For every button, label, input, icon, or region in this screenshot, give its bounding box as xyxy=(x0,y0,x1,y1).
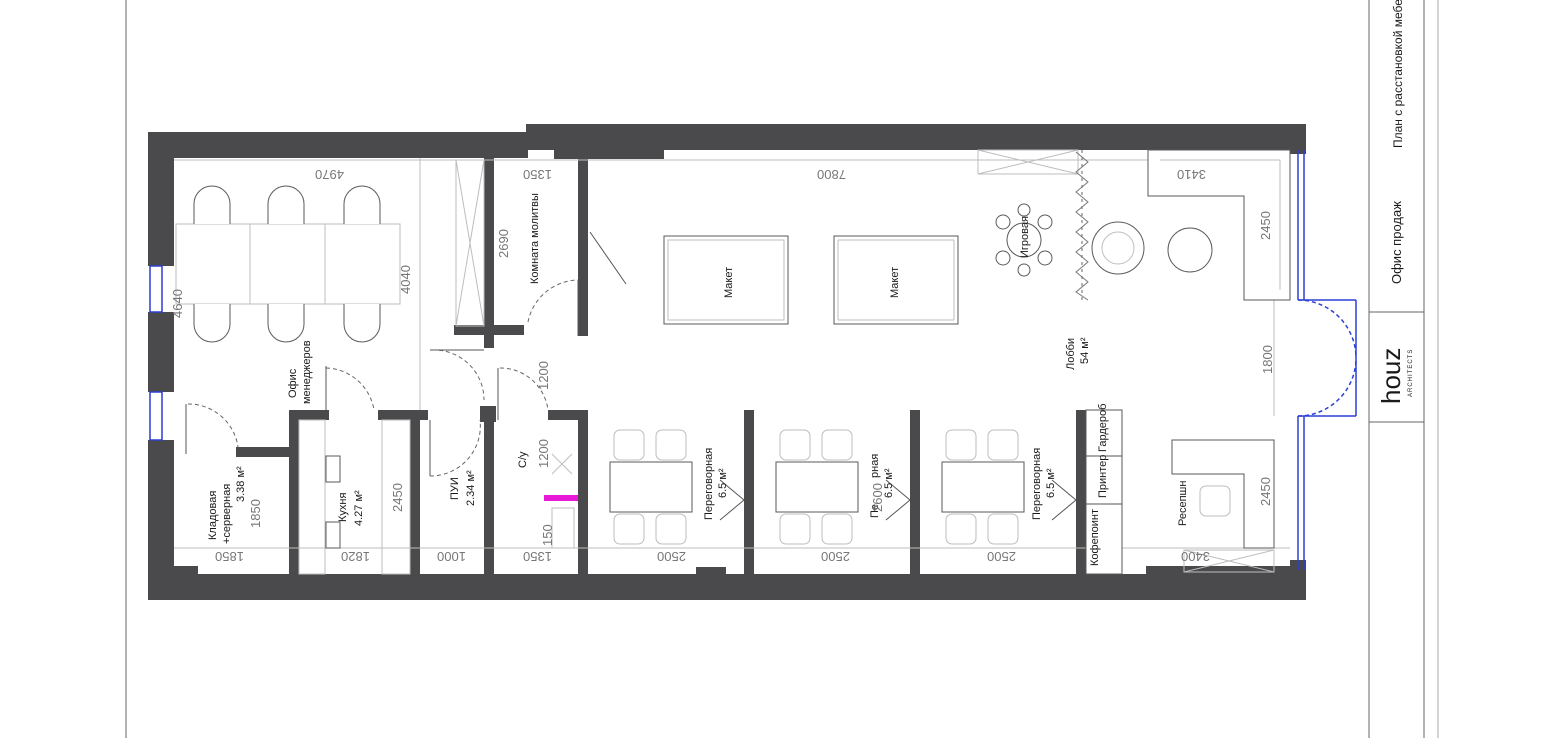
title-block: План с расстановкой мебели Офис продаж h… xyxy=(1376,0,1414,404)
sheet-title: План с расстановкой мебели xyxy=(1391,0,1405,148)
dim-2450-kitchen: 2450 xyxy=(390,483,405,512)
dim-3410: 3410 xyxy=(1177,167,1206,182)
dim-1800: 1800 xyxy=(1260,345,1275,374)
dim-150: 150 xyxy=(540,524,555,546)
walls xyxy=(148,124,1306,600)
label-storage-1: Кладовая xyxy=(207,491,219,540)
label-kitchen: Кухня xyxy=(337,493,349,522)
label-meeting-2-tail: рная xyxy=(869,454,881,478)
label-prayer-room: Комната молитвы xyxy=(529,193,541,284)
label-meeting-1-area: 6.5 м² xyxy=(717,468,729,498)
label-lobby-area: 54 м² xyxy=(1079,337,1091,364)
service-cabinets xyxy=(1085,409,1123,575)
game-zone xyxy=(977,149,1213,301)
dim-4640: 4640 xyxy=(170,289,185,318)
label-coffee-point: Кофепоинт xyxy=(1089,509,1101,566)
dim-1350-top: 1350 xyxy=(523,167,552,182)
meeting-tables xyxy=(609,429,1025,545)
dim-1820: 1820 xyxy=(341,549,370,564)
dim-4970: 4970 xyxy=(315,167,344,182)
label-managers-1: Офис xyxy=(287,368,299,398)
dim-1200-a: 1200 xyxy=(536,361,551,390)
label-meeting-2: Пе xyxy=(869,504,881,518)
lobby-models xyxy=(663,235,959,325)
label-storage-area: 3.38 м² xyxy=(235,466,247,502)
label-managers-2: менеджеров xyxy=(301,340,313,404)
dim-1350-bottom: 1350 xyxy=(523,549,552,564)
marker xyxy=(544,495,578,501)
dim-1200-b: 1200 xyxy=(536,439,551,468)
project-title: Офис продаж xyxy=(1389,201,1404,284)
dim-2500-b: 2500 xyxy=(821,549,850,564)
kitchen-furniture xyxy=(298,419,411,575)
label-meeting-1: Переговорная xyxy=(703,448,715,520)
doors xyxy=(185,231,1077,521)
label-game-room: Игровая xyxy=(1019,216,1031,258)
label-storage-2: +серверная xyxy=(221,484,233,544)
logo-subtitle: ARCHITECTS xyxy=(1408,349,1414,397)
dim-2690: 2690 xyxy=(496,229,511,258)
logo: houz xyxy=(1376,348,1406,404)
dim-2450-lobby: 2450 xyxy=(1258,211,1273,240)
dim-2500-a: 2500 xyxy=(657,549,686,564)
label-wc: С/у xyxy=(517,451,529,468)
label-meeting-3: Переговорная xyxy=(1031,448,1043,520)
dim-3400: 3400 xyxy=(1181,549,1210,564)
label-wardrobe: Гардероб xyxy=(1097,404,1109,452)
reception-desk xyxy=(1171,439,1275,573)
dim-2600: 2600 xyxy=(870,483,885,512)
label-lobby: Лобби xyxy=(1065,338,1077,370)
dimension-labels: 4970 1350 7800 3410 2690 4040 4640 2450 … xyxy=(170,167,1275,564)
dim-2450-reception: 2450 xyxy=(1258,477,1273,506)
label-reception: Ресепшн xyxy=(1177,481,1189,526)
label-puy-area: 2.34 м² xyxy=(465,470,477,506)
label-puy: ПУИ xyxy=(449,477,461,500)
manager-office-furniture xyxy=(175,185,401,343)
glazing xyxy=(149,150,1357,570)
sheet-frame xyxy=(125,0,1439,738)
label-model-2: Макет xyxy=(889,267,901,298)
wc-fixtures xyxy=(544,453,578,549)
label-meeting-2-area: 6.5 м² xyxy=(883,468,895,498)
dim-1000: 1000 xyxy=(437,549,466,564)
label-meeting-3-area: 6.5 м² xyxy=(1045,468,1057,498)
dim-2500-c: 2500 xyxy=(987,549,1016,564)
label-kitchen-area: 4.27 м² xyxy=(353,490,365,526)
sofa xyxy=(1147,149,1291,301)
prayer-room-detail xyxy=(455,159,485,327)
dim-7800: 7800 xyxy=(817,167,846,182)
label-model-1: Макет xyxy=(723,267,735,298)
label-printer: Принтер xyxy=(1097,455,1109,498)
dim-1850-v: 1850 xyxy=(248,499,263,528)
dim-4040: 4040 xyxy=(398,265,413,294)
room-labels: Комната молитвы Офис менеджеров Кладовая… xyxy=(207,193,1189,566)
dim-1850: 1850 xyxy=(215,549,244,564)
